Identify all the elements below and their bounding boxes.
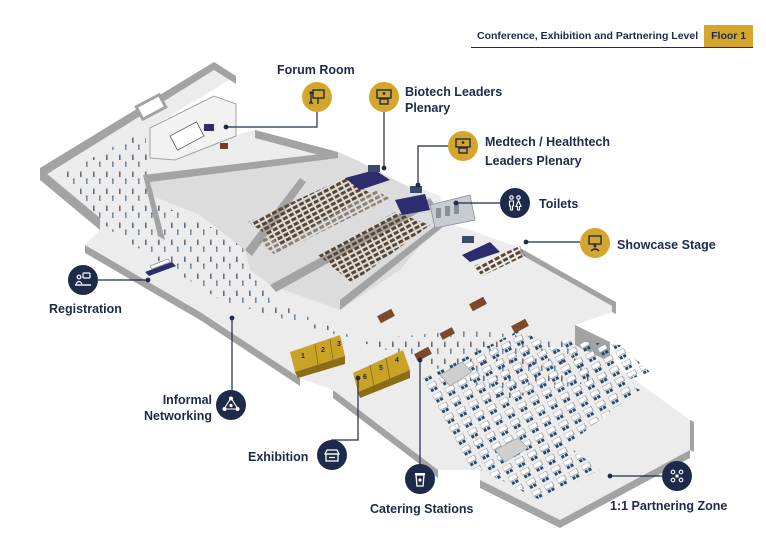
informal-networking-line2: Networking <box>143 409 212 423</box>
level-header: Conference, Exhibition and Partnering Le… <box>471 25 754 48</box>
booth-number: 2 <box>321 347 325 354</box>
biotech-plenary-line1: Biotech Leaders <box>405 85 503 99</box>
booth-stand-icon <box>317 440 347 470</box>
people-restroom-icon <box>500 188 530 218</box>
desk-speech-icon <box>68 265 98 295</box>
showcase-stage-label: Showcase Stage <box>617 238 716 252</box>
partnering-zone-label: 1:1 Partnering Zone <box>610 499 728 513</box>
leader-lines <box>98 110 662 479</box>
exhibition-label: Exhibition <box>248 450 309 464</box>
presenter-board-icon <box>302 82 332 112</box>
plenary-halls <box>143 152 525 310</box>
medtech-plenary-label: Medtech / Healthtech Leaders Plenary <box>485 133 610 171</box>
catering-tables <box>377 296 529 362</box>
presenter-board-icon <box>580 228 610 258</box>
network-nodes-icon <box>216 390 246 420</box>
catering-stations-label: Catering Stations <box>370 502 474 516</box>
informal-networking-line1: Informal <box>162 393 212 407</box>
toilets-label: Toilets <box>539 197 579 211</box>
level-title: Conference, Exhibition and Partnering Le… <box>477 30 699 42</box>
booth-number: 3 <box>337 341 341 348</box>
registration-desk <box>145 258 176 276</box>
booth-number: 6 <box>363 374 367 381</box>
booth-number: 1 <box>301 353 305 360</box>
floor-badge: Floor 1 <box>704 25 754 47</box>
booth-number: 4 <box>395 357 399 364</box>
coffee-cup-icon <box>405 464 435 494</box>
medtech-plenary-line1: Medtech / Healthtech <box>485 135 611 149</box>
podium-screen-icon <box>369 82 399 112</box>
informal-networking-label: Informal Networking <box>130 392 212 424</box>
meeting-group-icon <box>662 461 692 491</box>
podium-screen-icon <box>448 131 478 161</box>
biotech-plenary-label: Biotech Leaders Plenary <box>405 84 502 116</box>
medtech-plenary-line2: Leaders Plenary <box>485 154 582 168</box>
booth-number: 5 <box>379 365 383 372</box>
registration-label: Registration <box>49 302 122 316</box>
biotech-plenary-line2: Plenary <box>405 101 451 115</box>
forum-room-label: Forum Room <box>277 63 355 77</box>
forum-room-area <box>134 92 237 161</box>
exhibition-booths: 1 2 3 4 5 6 <box>290 335 410 398</box>
partnering-zone-tables <box>420 330 650 500</box>
